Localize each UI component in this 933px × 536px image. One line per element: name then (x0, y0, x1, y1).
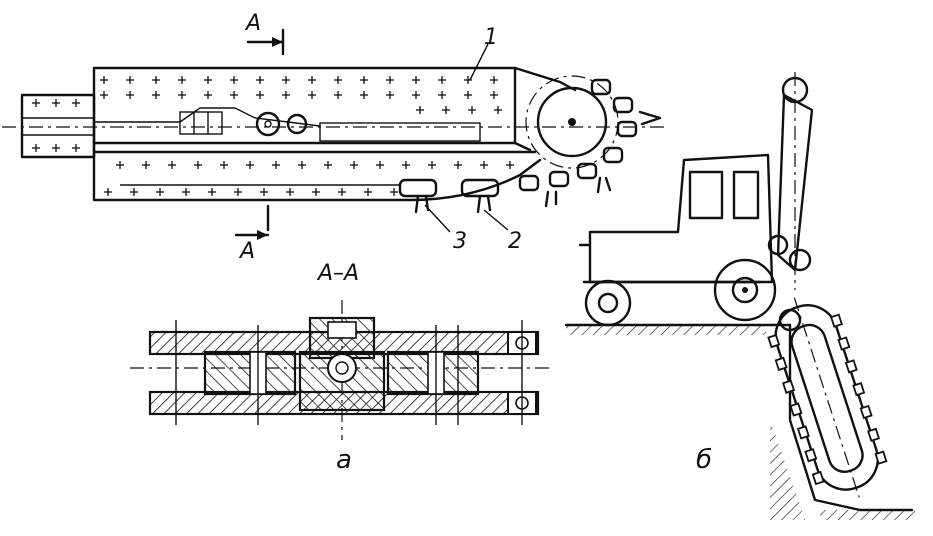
plus-mark (256, 91, 264, 99)
chain-tooth (829, 313, 843, 328)
plus-mark (100, 76, 108, 84)
section-marker-top: A (244, 11, 285, 56)
chain-tooth (837, 336, 851, 351)
section-letter-bottom: A (238, 239, 255, 264)
plus-mark (390, 188, 398, 196)
plus-mark (72, 144, 80, 152)
plus-mark (490, 76, 498, 84)
plus-mark (168, 161, 176, 169)
plus-mark (246, 161, 254, 169)
chain-tooth (796, 425, 810, 440)
plus-mark (308, 76, 316, 84)
chain-tooth (867, 427, 881, 442)
plus-mark (32, 99, 40, 107)
plus-mark (178, 76, 186, 84)
part-label-3: 3 (453, 229, 467, 254)
chain-tooth (774, 356, 788, 372)
chain-tooth (859, 404, 873, 420)
plus-mark (442, 106, 450, 114)
plus-mark (142, 161, 150, 169)
plus-mark (100, 91, 108, 99)
plus-mark (116, 161, 124, 169)
section-a-a: A–A а (130, 261, 550, 475)
plus-mark (152, 91, 160, 99)
plus-mark (298, 161, 306, 169)
plus-mark (220, 161, 228, 169)
plus-mark (490, 91, 498, 99)
plus-mark (480, 161, 488, 169)
chain-tooth (874, 450, 888, 465)
caption-b: б (696, 445, 712, 475)
part-label-1: 1 (484, 25, 498, 50)
plus-mark (468, 106, 476, 114)
frame-fastener-marks (32, 76, 514, 196)
chain-links (398, 78, 662, 214)
part-label-2: 2 (508, 229, 522, 254)
plus-mark (386, 91, 394, 99)
plus-mark (364, 188, 372, 196)
plus-mark (494, 106, 502, 114)
plus-mark (308, 91, 316, 99)
plus-mark (438, 76, 446, 84)
plus-mark (208, 188, 216, 196)
chain-tooth (852, 382, 866, 397)
plus-mark (506, 161, 514, 169)
plus-mark (438, 91, 446, 99)
chain-tooth (767, 333, 781, 349)
plus-mark (428, 161, 436, 169)
plus-mark (350, 161, 358, 169)
plus-mark (334, 76, 342, 84)
plus-mark (338, 188, 346, 196)
plus-mark (32, 144, 40, 152)
plus-mark (416, 106, 424, 114)
plus-mark (464, 91, 472, 99)
plus-mark (194, 161, 202, 169)
plus-mark (360, 91, 368, 99)
chain-tooth (811, 470, 825, 486)
plus-mark (230, 91, 238, 99)
plus-mark (204, 91, 212, 99)
plus-mark (286, 188, 294, 196)
section-marker-bottom: A (234, 204, 270, 264)
plus-mark (334, 91, 342, 99)
plus-mark (256, 76, 264, 84)
plus-mark (412, 91, 420, 99)
plus-mark (412, 76, 420, 84)
chain-tooth (804, 448, 818, 463)
plus-mark (204, 76, 212, 84)
section-letter-top: A (244, 11, 261, 36)
chain-tooth (844, 359, 858, 374)
plus-mark (386, 76, 394, 84)
plus-mark (282, 91, 290, 99)
plus-mark (126, 91, 134, 99)
plus-mark (402, 161, 410, 169)
plus-mark (230, 76, 238, 84)
plus-mark (282, 76, 290, 84)
chain-tooth (789, 402, 803, 417)
plus-mark (454, 161, 462, 169)
plus-mark (152, 76, 160, 84)
section-title: A–A (316, 261, 359, 286)
chain-tooth (782, 379, 796, 394)
plus-mark (126, 76, 134, 84)
plus-mark (376, 161, 384, 169)
plus-mark (52, 99, 60, 107)
plus-mark (260, 188, 268, 196)
plus-mark (130, 188, 138, 196)
plus-mark (52, 144, 60, 152)
plus-mark (178, 91, 186, 99)
plus-mark (312, 188, 320, 196)
plus-mark (72, 99, 80, 107)
plus-mark (324, 161, 332, 169)
plus-mark (360, 76, 368, 84)
caption-a: а (336, 445, 352, 475)
plus-mark (272, 161, 280, 169)
trenching-machine-view: б (564, 72, 915, 520)
plus-mark (104, 188, 112, 196)
working-body-side-view: A A 1 3 2 (2, 11, 665, 264)
plus-mark (234, 188, 242, 196)
plus-mark (156, 188, 164, 196)
plus-mark (182, 188, 190, 196)
